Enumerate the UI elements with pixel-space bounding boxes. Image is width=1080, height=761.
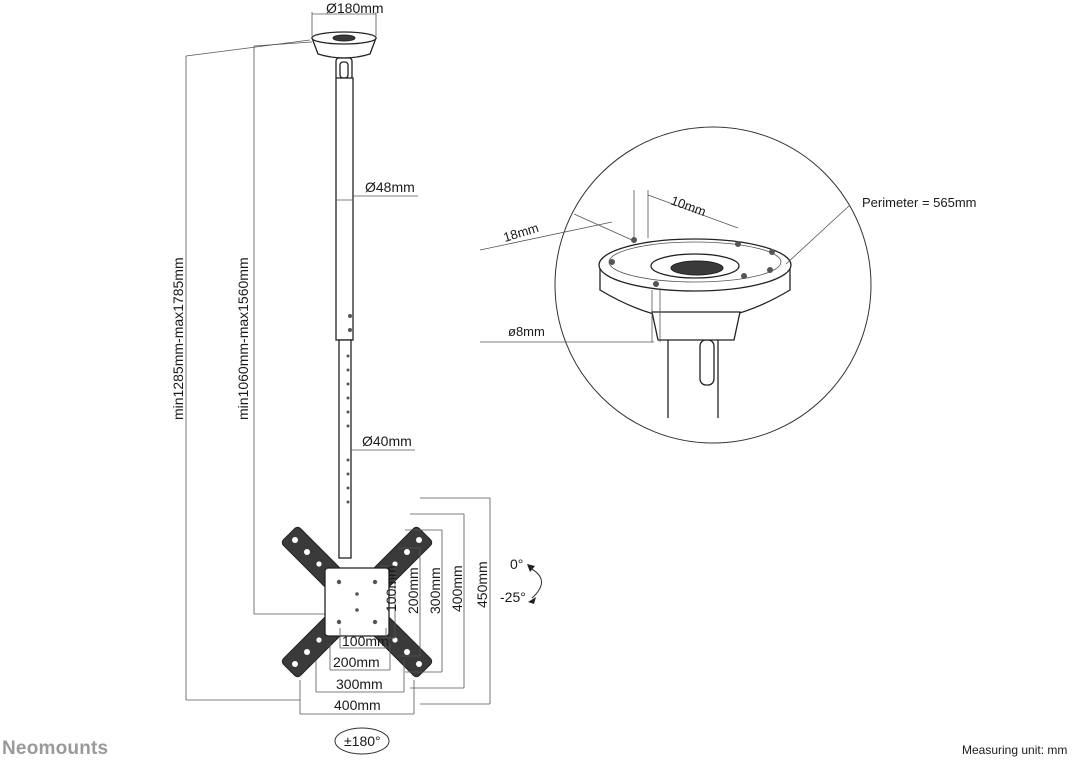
- vesa-h-200-label: 200mm: [333, 654, 380, 670]
- detail-hole-diameter-label: ø8mm: [508, 324, 545, 339]
- vesa-h-300-label: 300mm: [336, 676, 383, 692]
- upper-pole: [335, 77, 354, 341]
- vesa-v-400-label: 400mm: [449, 565, 465, 612]
- total-height-label: min1285mm-max1785mm: [170, 257, 186, 420]
- perimeter-label: Perimeter = 565mm: [862, 195, 977, 210]
- swivel-indicator: [334, 727, 390, 755]
- detail-view: [554, 126, 872, 444]
- lower-pole: [338, 339, 352, 559]
- tilt-top-label: 0°: [510, 556, 523, 572]
- vesa-vertical-dimensions: [380, 497, 491, 705]
- measuring-unit-label: Measuring unit: mm: [962, 743, 1067, 757]
- vesa-h-400-label: 400mm: [334, 697, 381, 713]
- vesa-v-300-label: 300mm: [427, 567, 443, 614]
- vesa-h-100-label: 100mm: [342, 633, 389, 649]
- brand-logo: Neomounts: [2, 738, 108, 759]
- swivel-label: ±180°: [344, 733, 381, 749]
- vesa-v-450-label: 450mm: [474, 561, 490, 608]
- ceiling-base: [311, 31, 377, 81]
- upper-pole-diameter-label: Ø48mm: [365, 179, 415, 195]
- base-diameter-label: Ø180mm: [326, 0, 384, 16]
- tilt-bottom-label: -25°: [500, 589, 526, 605]
- vesa-horizontal-dimensions: [299, 628, 415, 715]
- vesa-v-100-label: 100mm: [383, 565, 399, 612]
- lower-pole-diameter-label: Ø40mm: [362, 433, 412, 449]
- detail-10mm-label: 10mm: [669, 193, 708, 219]
- pole-height-label: min1060mm-max1560mm: [235, 257, 251, 420]
- vesa-plate: [281, 526, 433, 678]
- tilt-indicator: [527, 564, 542, 604]
- vesa-v-200-label: 200mm: [405, 567, 421, 614]
